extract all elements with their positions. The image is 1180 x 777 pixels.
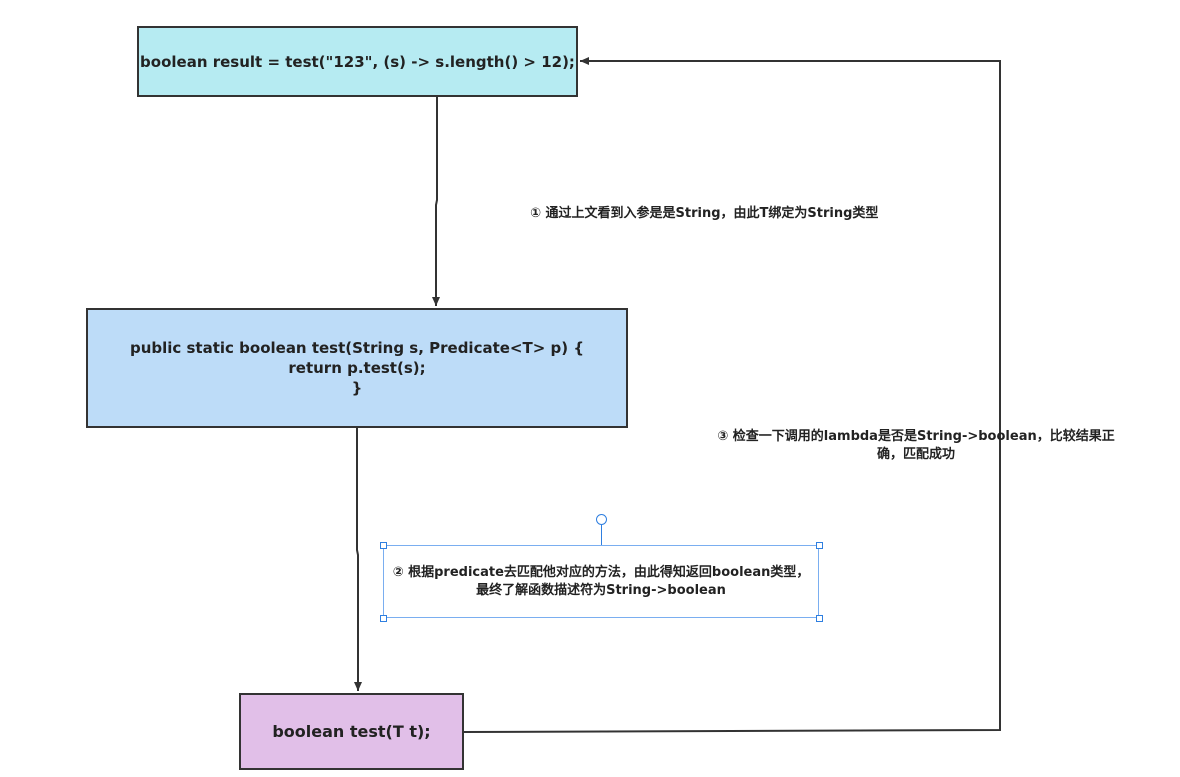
node-functional-descriptor[interactable]: boolean test(T t);	[239, 693, 464, 770]
edge-method-to-functional	[354, 428, 362, 691]
resize-handle-top-right[interactable]	[816, 542, 823, 549]
node-test-method-line-3: }	[351, 379, 363, 397]
note-step-2-line-1: ② 根据predicate去匹配他对应的方法，由此得知返回boolean类型，	[392, 564, 810, 580]
resize-handle-bottom-left[interactable]	[380, 615, 387, 622]
note-step-1[interactable]: ① 通过上文看到入参是是String，由此T绑定为String类型	[530, 206, 879, 221]
note-step-3-line-1: ③ 检查一下调用的lambda是否是String->boolean，比较结果正	[717, 429, 1115, 444]
node-lambda-call[interactable]: boolean result = test("123", (s) -> s.le…	[137, 26, 578, 97]
note-step-2-selected[interactable]: ② 根据predicate去匹配他对应的方法，由此得知返回boolean类型， …	[383, 545, 819, 618]
node-test-method-line-2: return p.test(s);	[288, 359, 426, 377]
note-step-3[interactable]: ③ 检查一下调用的lambda是否是String->boolean，比较结果正 …	[700, 428, 1132, 464]
note-step-2-line-2: 最终了解函数描述符为String->boolean	[476, 582, 726, 598]
edge-call-to-method	[432, 97, 440, 306]
resize-handle-top-left[interactable]	[380, 542, 387, 549]
resize-handle-bottom-right[interactable]	[816, 615, 823, 622]
node-test-method[interactable]: public static boolean test(String s, Pre…	[86, 308, 628, 428]
edge-functional-to-call	[463, 57, 1001, 733]
node-lambda-call-line: boolean result = test("123", (s) -> s.le…	[140, 52, 575, 71]
rotation-handle-stem	[601, 525, 602, 545]
note-step-3-line-2: 确，匹配成功	[876, 447, 955, 462]
node-functional-descriptor-line: boolean test(T t);	[272, 721, 431, 741]
rotation-handle[interactable]	[596, 514, 607, 525]
node-test-method-line-1: public static boolean test(String s, Pre…	[129, 339, 585, 357]
